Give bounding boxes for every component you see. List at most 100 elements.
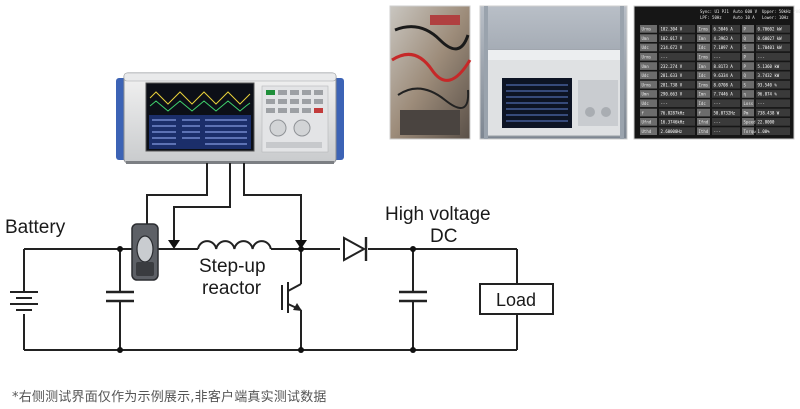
screen-cell [640,80,657,89]
photo-test-bench-cables [389,5,472,140]
screen-cell-text: 738.438 W [758,110,780,115]
screen-cell [659,62,695,70]
screen-cell [697,71,710,80]
screen-cell [712,108,740,117]
screen-cell-text: --- [661,55,668,60]
screen-cell [697,52,710,61]
screen-cell-text: Speed [744,120,757,125]
screen-data-lines [152,119,247,145]
screen-cell-text: 232.274 V [661,64,683,69]
screen-cell [756,71,790,80]
screen-cell [659,80,695,89]
output-capacitor [399,290,427,303]
screen-cell-text: Urms [642,82,652,87]
screen-cell [742,80,754,89]
screen-cell-text: 5.1360 kW [758,64,780,69]
screen-cell-text: 2.60000Hz [661,129,683,134]
screen-waveform-green [149,100,251,112]
instrument-base [126,161,334,164]
screen-cell-text: --- [758,101,765,106]
screen-cell-text: Imn [699,92,707,97]
screen-cell-text: Ifnd [699,120,709,125]
screen-cell [712,43,740,52]
instrument-top-strip [123,72,337,82]
screen-cell [742,43,754,52]
screen-cell-text: 93.540 % [758,82,778,87]
battery-symbol [10,291,38,311]
screen-cell-text: Irms [699,27,709,32]
screen-cell-text: Imn [699,36,707,41]
screen-cell [640,127,657,135]
screen-cell-text: 281.633 V [661,73,683,78]
screen-cell-text: Imn [699,64,707,69]
battery-label: Battery [5,217,66,238]
high-voltage-label-line2: DC [430,226,457,247]
screen-cell-text: 214.672 V [661,45,683,50]
screen-cell-text: P [744,64,747,69]
screen-cell-text: Irms [699,55,709,60]
photo-analyzer-front [479,5,628,140]
lead-2 [173,163,231,242]
screen-header-text: Lower: 10Hz [762,15,789,20]
screen-cell-text: Udc [642,45,650,50]
screen-header-text: Auto 600 V [733,9,758,14]
input-capacitor [106,290,134,303]
screen-cell-text: f [699,110,702,115]
screen-cell-text: 1.70401 kW [758,45,783,50]
screen-cell [659,118,695,126]
screen-cell [712,80,740,89]
screen-cell-text: 7.1097 A [714,45,734,50]
screen-cell-text: --- [714,129,721,134]
disclaimer-caption: *右侧测试界面仅作为示例展示,非客户端真实测试数据 [12,390,327,405]
screen-cell [659,71,695,80]
screen-cell-text: Torque [744,129,759,134]
screen-cell [756,62,790,70]
screen-cell [659,34,695,42]
voltage-probe-arrow-1 [168,240,180,249]
screen-cell-text: Idc [699,45,707,50]
voltage-probe-arrow-2 [295,240,307,249]
screen-cell [756,99,790,108]
screen-cell-text: --- [714,101,721,106]
screen-cell-text: 6.5046 A [714,27,734,32]
screen-cell [756,108,790,117]
screen-cell-text: 4.3963 A [714,36,734,41]
screen-cell [697,34,710,42]
screen-cell [742,127,754,135]
screen-cell [659,52,695,61]
screen-cell-text: f [642,110,645,115]
screen-cell [742,108,754,117]
screen-cell [756,90,790,98]
screen-cell [640,108,657,117]
screen-cell-text: --- [758,55,765,60]
instrument-button-panel [261,85,329,153]
screen-cell-text: S [744,82,747,87]
screen-cell [742,118,754,126]
screen-cell [742,99,754,108]
screen-cell-text: Idc [699,101,707,106]
screen-cell [697,90,710,98]
screen-cell [712,52,740,61]
screen-cell-text: 281.738 V [661,82,683,87]
screen-cell-text: S [744,45,747,50]
screen-cell [659,90,695,98]
screen-cell [640,52,657,61]
screen-cell [697,43,710,52]
screen-cell-text: 8.0708 A [714,82,734,87]
screen-cell-text: Q [744,73,747,78]
screen-cell-text: P [744,27,747,32]
screen-cell [756,34,790,42]
current-probe-clamp [131,223,159,281]
screen-cell [640,90,657,98]
screen-cell [697,127,710,135]
lead-1 [146,163,208,236]
screen-cell-text: Q [744,36,747,41]
step-up-reactor-coil [197,240,272,250]
screen-cell-text: 96.874 % [758,92,778,97]
screen-cell [756,80,790,89]
screen-cell-text: 102.304 V [661,27,683,32]
screen-cell-text: Urms [642,27,652,32]
